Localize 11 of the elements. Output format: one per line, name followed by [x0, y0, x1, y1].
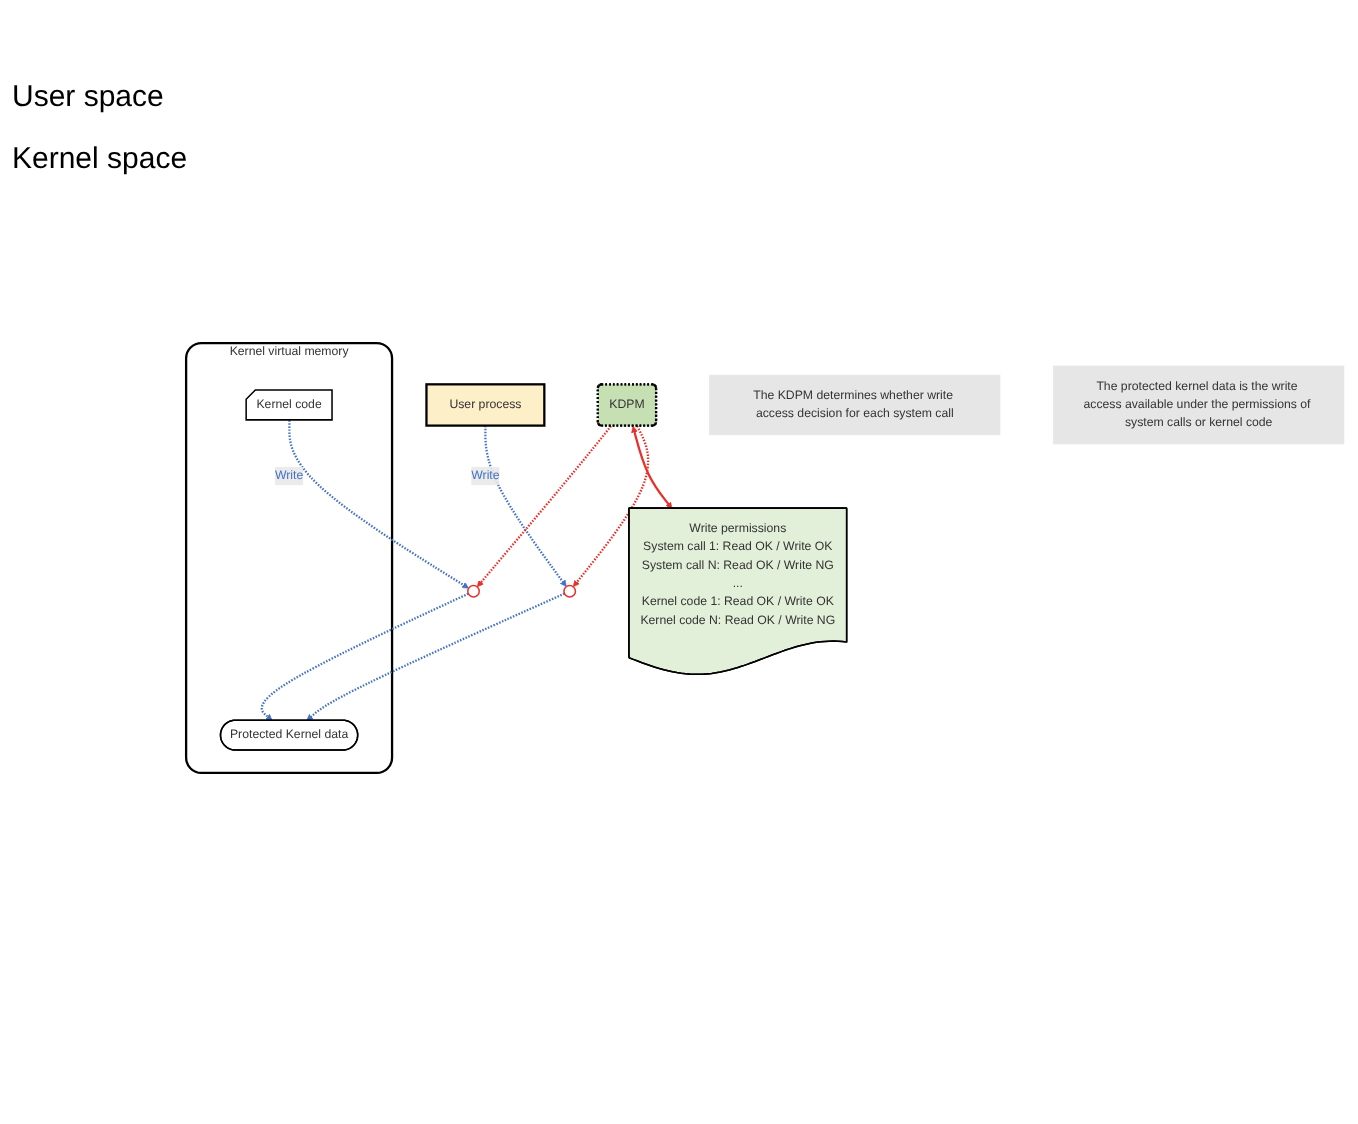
node-circle	[563, 584, 577, 598]
arrow	[288, 420, 469, 589]
arrow	[476, 425, 612, 588]
arrow	[572, 425, 650, 588]
arrow	[306, 592, 565, 721]
arrow	[631, 426, 673, 509]
region-label: User space	[12, 80, 166, 114]
arrow	[484, 425, 567, 587]
arrow	[260, 592, 469, 721]
node-circle	[467, 584, 480, 598]
region-label: Kernel space	[12, 142, 190, 176]
